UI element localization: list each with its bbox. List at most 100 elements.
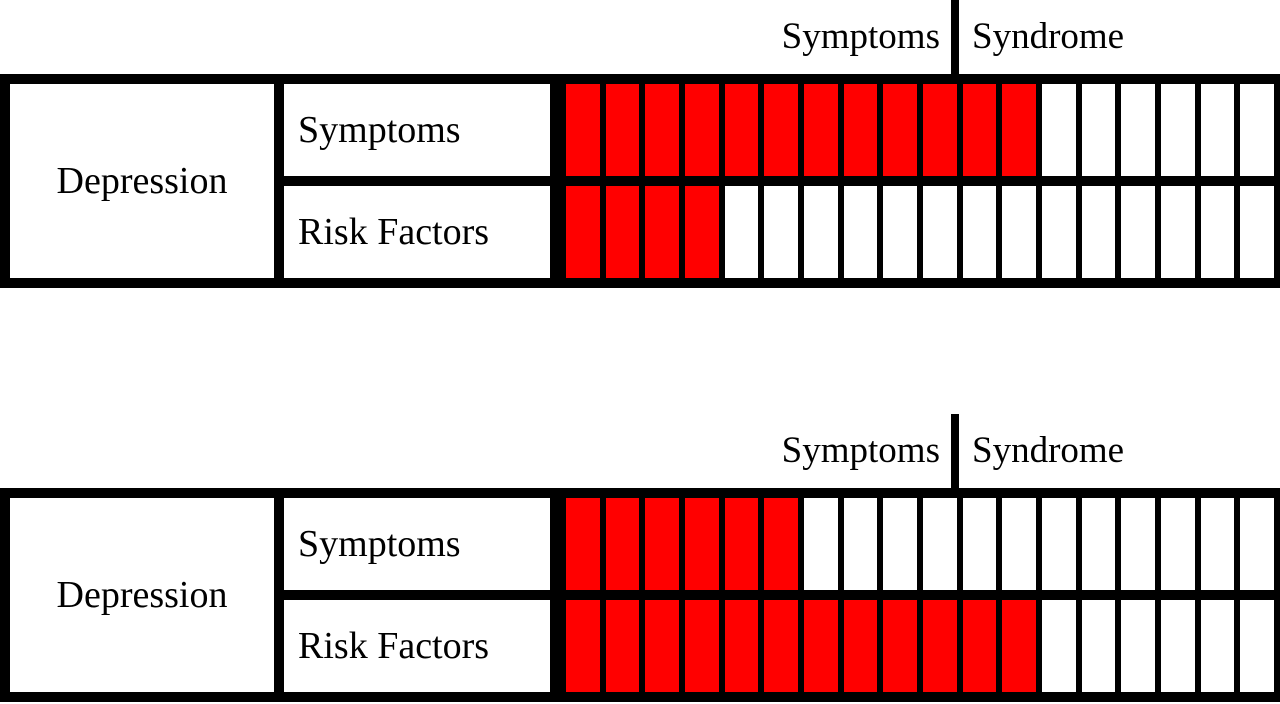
header-label-symptoms-bottom: Symptoms [781, 430, 940, 471]
grid-cell[interactable] [843, 600, 878, 692]
grid-cell[interactable] [605, 84, 640, 176]
row-label-cell-risk-top: Risk Factors [284, 186, 550, 278]
table-bottom: Depression Symptoms [0, 488, 1280, 702]
grid-cell[interactable] [883, 498, 918, 590]
grid-cell[interactable] [1161, 498, 1195, 590]
grid-cell[interactable] [566, 186, 600, 278]
table-row: Risk Factors [284, 600, 1280, 692]
rows-area-top: Symptoms [284, 84, 1280, 278]
row-label-symptoms-top: Symptoms [298, 109, 461, 151]
cells-strip-bottom-symptoms [560, 498, 1280, 590]
table-row: Symptoms [284, 498, 1280, 590]
grid-cell[interactable] [804, 84, 838, 176]
grid-cell[interactable] [645, 84, 680, 176]
grid-cell[interactable] [724, 186, 759, 278]
row-label-symptoms-bottom: Symptoms [298, 523, 461, 565]
grid-cell[interactable] [804, 498, 838, 590]
grid-cell[interactable] [764, 186, 799, 278]
grid-cell[interactable] [645, 498, 680, 590]
grid-cell[interactable] [923, 84, 957, 176]
grid-cell[interactable] [605, 498, 640, 590]
grid-cell[interactable] [1200, 84, 1235, 176]
vertical-divider-top [274, 84, 284, 278]
grid-cell[interactable] [1002, 84, 1037, 176]
grid-cell[interactable] [605, 186, 640, 278]
grid-cell[interactable] [724, 498, 759, 590]
grid-cell[interactable] [1081, 498, 1116, 590]
grid-cell[interactable] [883, 600, 918, 692]
row-label-risk-factors-top: Risk Factors [298, 211, 490, 253]
grid-cell[interactable] [843, 84, 878, 176]
grid-cell[interactable] [724, 600, 759, 692]
grid-cell[interactable] [1002, 498, 1037, 590]
grid-cell[interactable] [724, 84, 759, 176]
header-label-symptoms-top: Symptoms [781, 16, 940, 57]
grid-cell[interactable] [883, 84, 918, 176]
row-label-cell-symptoms-top: Symptoms [284, 84, 550, 176]
grid-cell[interactable] [923, 498, 957, 590]
grid-cell[interactable] [1121, 498, 1156, 590]
grid-cell[interactable] [764, 84, 799, 176]
grid-cell[interactable] [605, 600, 640, 692]
grid-cell[interactable] [883, 186, 918, 278]
row-label-cell-symptoms-bottom: Symptoms [284, 498, 550, 590]
grid-cell[interactable] [1240, 186, 1275, 278]
grid-cell[interactable] [566, 498, 600, 590]
grid-cell[interactable] [1240, 84, 1275, 176]
row-divider-top [284, 176, 1280, 186]
grid-cell[interactable] [843, 186, 878, 278]
grid-cell[interactable] [1161, 84, 1195, 176]
grid-cell[interactable] [645, 186, 680, 278]
cells-strip-top-symptoms [560, 84, 1280, 176]
grid-cell[interactable] [566, 600, 600, 692]
grid-cell[interactable] [645, 600, 680, 692]
grid-cell[interactable] [923, 600, 957, 692]
grid-cell[interactable] [1081, 186, 1116, 278]
grid-cell[interactable] [1200, 600, 1235, 692]
grid-cell[interactable] [1240, 498, 1275, 590]
row-label-divider-bottom-risk [550, 600, 560, 692]
grid-cell[interactable] [566, 84, 600, 176]
disorder-cell-top: Depression [10, 84, 274, 278]
grid-cell[interactable] [962, 84, 997, 176]
disorder-label-bottom: Depression [56, 574, 228, 616]
grid-cell[interactable] [685, 186, 719, 278]
grid-cell[interactable] [962, 498, 997, 590]
grid-cell[interactable] [685, 498, 719, 590]
grid-cell[interactable] [1121, 186, 1156, 278]
diagram-block-top: Symptoms Syndrome Depression Symptoms [0, 0, 1280, 290]
grid-cell[interactable] [764, 600, 799, 692]
grid-cell[interactable] [1042, 186, 1076, 278]
grid-cell[interactable] [685, 600, 719, 692]
grid-cell[interactable] [764, 498, 799, 590]
row-label-cell-risk-bottom: Risk Factors [284, 600, 550, 692]
grid-cell[interactable] [1121, 84, 1156, 176]
grid-cell[interactable] [1002, 186, 1037, 278]
grid-cell[interactable] [1042, 498, 1076, 590]
grid-cell[interactable] [685, 84, 719, 176]
table-top: Depression Symptoms [0, 74, 1280, 288]
row-label-divider-top-symptoms [550, 84, 560, 176]
grid-cell[interactable] [843, 498, 878, 590]
grid-cell[interactable] [804, 186, 838, 278]
grid-cell[interactable] [1121, 600, 1156, 692]
grid-cell[interactable] [962, 600, 997, 692]
grid-cell[interactable] [1002, 600, 1037, 692]
grid-cell[interactable] [1240, 600, 1275, 692]
row-label-risk-factors-bottom: Risk Factors [298, 625, 490, 667]
grid-cell[interactable] [1081, 600, 1116, 692]
grid-cell[interactable] [1042, 84, 1076, 176]
grid-cell[interactable] [1200, 186, 1235, 278]
grid-cell[interactable] [804, 600, 838, 692]
grid-cell[interactable] [1161, 186, 1195, 278]
grid-cell[interactable] [1042, 600, 1076, 692]
grid-cell[interactable] [962, 186, 997, 278]
grid-cell[interactable] [1200, 498, 1235, 590]
grid-cell[interactable] [1161, 600, 1195, 692]
grid-cell[interactable] [923, 186, 957, 278]
cells-strip-top-risk [560, 186, 1280, 278]
grid-cell[interactable] [1081, 84, 1116, 176]
vertical-divider-bottom [274, 498, 284, 692]
table-row: Risk Factors [284, 186, 1280, 278]
